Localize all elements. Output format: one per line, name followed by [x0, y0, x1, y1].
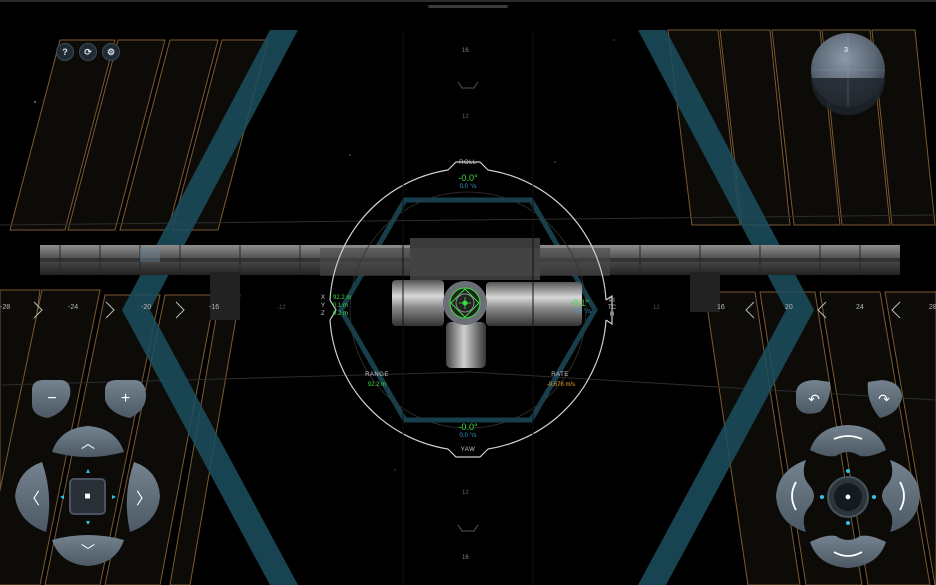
- translate-down-button[interactable]: ﹀: [52, 536, 124, 566]
- navball-sphere: [811, 33, 885, 115]
- hscale-left-20: -20: [141, 304, 152, 311]
- stop-square-icon: ■: [84, 491, 91, 502]
- rotate-cw-icon: ↷: [878, 390, 890, 407]
- rate-value: -0.678 m/s: [546, 382, 576, 388]
- settings-button[interactable]: ⚙: [102, 43, 120, 61]
- translate-left-button[interactable]: 〈: [15, 462, 49, 532]
- zoom-in-button[interactable]: +: [105, 380, 146, 418]
- hscale-left-24: -24: [68, 304, 79, 311]
- roll-rate: 0.0 °/s: [459, 184, 477, 190]
- pitch-up-button[interactable]: [810, 425, 886, 457]
- attitude-ring: [329, 161, 613, 458]
- roll-label: ROLL: [459, 160, 477, 166]
- rotation-stop-button[interactable]: ●: [828, 477, 868, 517]
- pitch-rate: 0.0 °/s: [574, 309, 592, 315]
- pitch-down-button[interactable]: [810, 536, 886, 568]
- rate-label: RATE: [551, 372, 569, 378]
- iss-truss: [40, 238, 900, 320]
- drag-handle[interactable]: [428, 5, 508, 8]
- range-label: RANGE: [365, 372, 389, 378]
- z-label: Z: [321, 311, 325, 317]
- range-value: 92.2 m: [367, 382, 387, 388]
- vscale-bottom-16: 16: [462, 555, 469, 561]
- rotate-ccw-icon: ↶: [808, 390, 820, 407]
- iss-modules: [392, 280, 582, 368]
- yaw-right-button[interactable]: [886, 460, 920, 532]
- help-button[interactable]: ?: [56, 43, 74, 61]
- arc-left-icon: [791, 481, 797, 511]
- x-label: X: [321, 295, 326, 301]
- vscale-top-16: 16: [462, 48, 469, 54]
- help-icon: ?: [62, 47, 68, 57]
- reset-button[interactable]: ⟳: [79, 43, 97, 61]
- translate-stop-button[interactable]: ■: [70, 479, 105, 514]
- yaw-left-button[interactable]: [776, 460, 810, 532]
- hscale-right-16: 16: [717, 304, 725, 311]
- roll-right-button[interactable]: ↷: [866, 380, 902, 418]
- keep-out-hexagon: [338, 197, 598, 423]
- vertical-scale: [457, 81, 479, 532]
- y-label: Y: [321, 303, 326, 309]
- chevron-down-icon: ﹀: [81, 543, 95, 559]
- zoom-out-button[interactable]: −: [32, 380, 72, 418]
- chevron-right-icon: 〉: [135, 491, 152, 508]
- stop-dot-icon: ●: [844, 491, 852, 503]
- y-value: 0.1 m: [333, 303, 349, 309]
- yaw-label: YAW: [460, 447, 476, 453]
- arc-down-icon: [833, 551, 863, 557]
- reset-icon: ⟳: [84, 46, 92, 57]
- plus-icon: +: [120, 390, 131, 407]
- roll-angle: -0.0°: [458, 173, 478, 183]
- gear-icon: ⚙: [106, 46, 116, 57]
- hscale-right-12: 12: [653, 305, 660, 311]
- arc-up-icon: [833, 435, 863, 440]
- hscale-left-28: -28: [0, 304, 11, 311]
- chevron-left-icon: 〈: [23, 491, 40, 508]
- z-value: 0.2 m: [333, 311, 349, 317]
- chevron-up-icon: ︿: [81, 435, 95, 451]
- hscale-right-24: 24: [856, 304, 864, 311]
- arc-right-icon: [899, 481, 905, 511]
- hscale-left-16: -16: [209, 304, 220, 311]
- hscale-left-12: -12: [277, 305, 286, 311]
- top-edge: [0, 0, 936, 2]
- x-value: 92.2 m: [333, 295, 352, 301]
- hscale-right-20: 20: [785, 304, 793, 311]
- navball-marker: 3: [844, 47, 848, 54]
- pitch-angle: -0.1°: [570, 298, 590, 308]
- minus-icon: −: [47, 390, 57, 407]
- translate-right-button[interactable]: 〉: [127, 462, 161, 532]
- vscale-top-12: 12: [462, 114, 469, 120]
- hscale-right-28: 28: [929, 304, 936, 311]
- rotation-pad-graphics: [776, 380, 920, 568]
- position-readout: X 92.2 m Y 0.1 m Z 0.2 m: [321, 294, 351, 318]
- yaw-angle: -0.0°: [458, 422, 478, 432]
- translate-up-button[interactable]: ︿: [52, 428, 124, 458]
- translation-pad-graphics: [15, 380, 160, 566]
- vscale-bottom-12: 12: [462, 490, 469, 496]
- pitch-label: PITCH: [608, 298, 616, 318]
- roll-left-button[interactable]: ↶: [796, 380, 832, 418]
- yaw-rate: 0.0 °/s: [459, 433, 477, 439]
- horizontal-scale-chevrons: [33, 301, 901, 319]
